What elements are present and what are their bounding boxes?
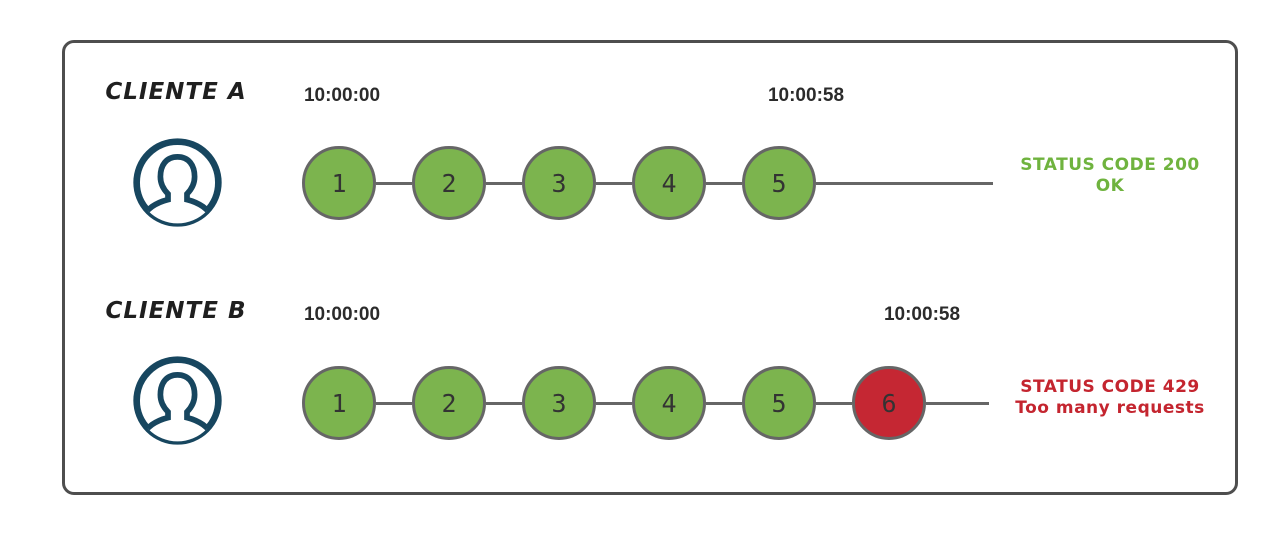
request-node: 4 <box>632 146 706 220</box>
request-node-label: 6 <box>881 388 897 418</box>
request-node: 4 <box>632 366 706 440</box>
timestamp-end-b: 10:00:58 <box>883 304 961 325</box>
request-node-label: 5 <box>771 168 787 198</box>
connector-line <box>376 181 412 185</box>
status-code-text: STATUS CODE 200 <box>1020 155 1200 175</box>
request-node: 5 <box>742 366 816 440</box>
status-message-b: STATUS CODE 429 Too many requests <box>995 377 1225 419</box>
diagram-frame: CLIENTE A 10:00:00 10:00:58 1 2 3 4 5 <box>62 40 1238 495</box>
connector-line <box>486 181 522 185</box>
connector-line <box>706 181 742 185</box>
client-b-label: CLIENTE B <box>105 298 247 324</box>
connector-line <box>926 401 989 405</box>
request-node-label: 1 <box>331 168 347 198</box>
timestamp-start-b: 10:00:00 <box>303 304 381 325</box>
request-node: 2 <box>412 146 486 220</box>
connector-line <box>376 401 412 405</box>
connector-line <box>596 181 632 185</box>
user-avatar-icon <box>130 353 225 448</box>
request-node-label: 4 <box>661 388 677 418</box>
client-a-label: CLIENTE A <box>105 79 247 105</box>
connector-line <box>816 181 993 185</box>
connector-line <box>486 401 522 405</box>
timestamp-start-a: 10:00:00 <box>303 85 381 106</box>
request-node: 3 <box>522 366 596 440</box>
status-detail-text: OK <box>1095 176 1125 196</box>
request-node-label: 1 <box>331 388 347 418</box>
status-message-a: STATUS CODE 200 OK <box>995 155 1225 197</box>
user-avatar-icon <box>130 135 225 230</box>
connector-line <box>596 401 632 405</box>
request-node-rejected: 6 <box>852 366 926 440</box>
request-node-label: 2 <box>441 168 457 198</box>
request-node: 3 <box>522 146 596 220</box>
request-node-label: 3 <box>551 388 567 418</box>
request-node: 1 <box>302 366 376 440</box>
request-node-label: 3 <box>551 168 567 198</box>
request-node: 5 <box>742 146 816 220</box>
request-node-label: 2 <box>441 388 457 418</box>
request-node-label: 5 <box>771 388 787 418</box>
request-node: 1 <box>302 146 376 220</box>
connector-line <box>706 401 742 405</box>
timestamp-end-a: 10:00:58 <box>767 85 845 106</box>
status-code-text: STATUS CODE 429 <box>1020 377 1200 397</box>
connector-line <box>816 401 852 405</box>
status-detail-text: Too many requests <box>1015 398 1205 418</box>
request-node: 2 <box>412 366 486 440</box>
request-timeline-b: 1 2 3 4 5 6 <box>302 363 989 443</box>
request-node-label: 4 <box>661 168 677 198</box>
request-timeline-a: 1 2 3 4 5 <box>302 143 993 223</box>
